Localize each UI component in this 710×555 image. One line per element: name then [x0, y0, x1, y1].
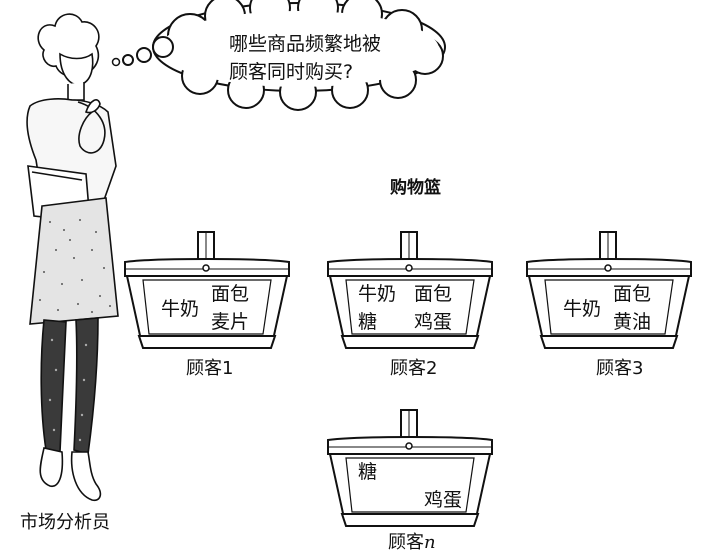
analyst-skirt	[29, 197, 119, 325]
basket-customer-2: 牛奶 面包 糖 鸡蛋	[327, 231, 493, 349]
basket-customer-n: 糖 鸡蛋	[327, 409, 493, 527]
analyst-right-shoe	[70, 451, 102, 502]
analyst-right-leg	[73, 317, 99, 456]
thought-line-1: 哪些商品频繁地被	[229, 33, 381, 55]
basket-customer-3: 牛奶 面包 黄油	[526, 231, 692, 349]
basket-item: 牛奶	[161, 298, 199, 320]
analyst-figure	[26, 13, 119, 502]
analyst-left-leg	[40, 319, 67, 453]
analyst-left-shoe	[39, 447, 64, 487]
analyst-label: 市场分析员	[20, 512, 110, 533]
basket-caption-n-text: 顾客	[388, 532, 424, 553]
analyst-hand	[84, 99, 101, 114]
basket-item: 面包	[211, 283, 249, 305]
basket-item: 牛奶	[563, 298, 601, 320]
basket-item: 麦片	[211, 311, 249, 333]
diagram-title: 购物篮	[390, 177, 441, 198]
basket-item: 糖	[358, 311, 377, 333]
thought-dot-medium	[136, 47, 152, 63]
basket-caption-n: 顾客n	[388, 532, 436, 553]
analyst-face	[59, 52, 94, 86]
thought-bubble: 哪些商品频繁地被 顾客同时购买?	[111, 0, 446, 111]
basket-caption-2: 顾客2	[390, 358, 437, 379]
basket-item: 鸡蛋	[414, 311, 452, 333]
basket-caption-3: 顾客3	[596, 358, 643, 379]
basket-item: 面包	[414, 283, 452, 305]
basket-item: 牛奶	[358, 283, 396, 305]
thought-dot-large	[152, 36, 174, 58]
analyst-neck	[67, 82, 85, 101]
analyst-arm	[77, 101, 106, 154]
thought-dot-tiny	[111, 57, 121, 67]
basket-item: 黄油	[613, 311, 651, 333]
thought-line-2: 顾客同时购买?	[229, 61, 353, 83]
thought-dot-small	[122, 54, 134, 66]
basket-caption-1: 顾客1	[186, 358, 233, 379]
basket-item: 面包	[613, 283, 651, 305]
basket-item: 鸡蛋	[424, 489, 462, 511]
basket-customer-1: 牛奶 面包 麦片	[124, 231, 290, 349]
basket-item: 糖	[358, 461, 377, 483]
basket-caption-n-suffix: n	[424, 532, 436, 553]
